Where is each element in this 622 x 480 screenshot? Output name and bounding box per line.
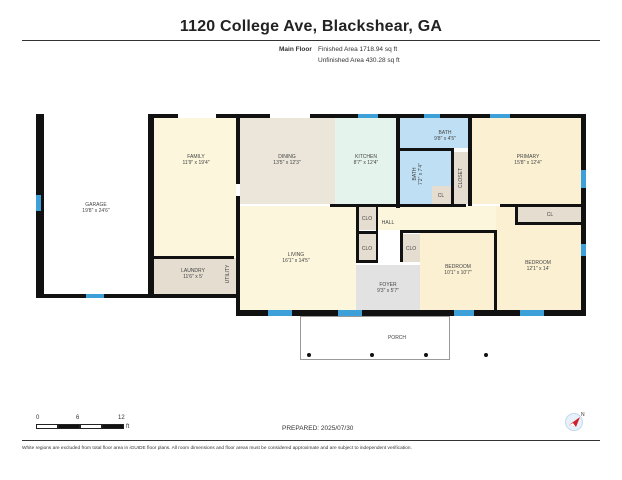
room-label-cl-bedroom: CL [546,212,554,218]
wall [356,231,378,234]
wall [216,114,270,118]
window [424,114,440,118]
room-garage [40,118,152,294]
room-family [154,118,236,258]
room-primary [471,118,581,204]
wall [356,206,359,262]
property-address-title: 1120 College Ave, Blackshear, GA [179,18,443,35]
wall [148,114,154,298]
wall [396,114,400,208]
wall [330,204,396,207]
room-clo-2 [358,234,376,262]
window [36,195,41,211]
wall [356,260,378,263]
window [581,244,586,256]
wall [451,148,454,206]
room-dining [240,118,335,204]
room-laundry [154,258,236,294]
room-clo-3 [402,234,420,262]
window [86,294,104,298]
prepared-date: PREPARED: 2025/07/30 [282,425,354,432]
wall [236,196,240,314]
svg-text:N: N [581,412,585,418]
wall [515,222,581,225]
window [268,310,292,316]
scale-tick-12: 12 [118,415,125,421]
wall [154,256,234,259]
scale-segment [80,424,102,429]
scale-unit: ft [126,424,130,430]
footer-divider [22,440,600,441]
room-foyer [356,265,420,310]
porch-post [424,353,428,357]
room-label-clo-2: CLO [361,246,373,252]
scale-segment [36,424,58,429]
wall [148,114,178,118]
room-label-utility: UTILITY [225,264,231,284]
window [520,310,544,316]
room-cl-bedroom [518,206,581,223]
room-bedroom-1 [420,232,494,310]
room-living [240,206,356,310]
porch-post [484,353,488,357]
finished-area: Finished Area 1718.94 sq ft [318,46,398,53]
room-label-clo-3: CLO [405,246,417,252]
room-bath-1 [399,118,469,148]
room-label-clo-1: CLO [361,216,373,222]
unfinished-area: Unfinished Area 430.28 sq ft [318,57,400,64]
wall [494,230,497,312]
porch-post [370,353,374,357]
wall [396,204,466,207]
title-divider [22,40,600,41]
wall [376,206,378,262]
window [338,310,362,316]
scale-segment [102,424,124,429]
scale-tick-0: 0 [36,415,40,421]
room-label-hall: HALL [381,220,395,226]
wall [581,114,586,316]
room-clo-1 [358,206,376,230]
wall [400,230,496,233]
room-label-cl-bath: CL [437,193,445,199]
scale-tick-6: 6 [76,415,80,421]
room-label-porch: PORCH [387,335,407,341]
room-hall [356,206,496,230]
window [490,114,510,118]
room-porch [300,316,450,360]
floor-name: Main Floor [279,46,312,53]
wall [468,114,472,206]
wall [236,114,240,184]
wall [36,294,240,298]
wall [236,310,586,316]
scale-segment [58,424,80,429]
wall [396,148,451,151]
room-closet [453,152,469,204]
disclaimer-text: White regions are excluded from total fl… [22,446,412,451]
room-kitchen [335,118,397,204]
wall [310,114,586,118]
window [358,114,378,118]
wall [500,204,582,207]
room-label-closet: CLOSET [458,167,464,189]
compass-icon: N [565,412,585,431]
window [454,310,474,316]
room-cl-bath [432,186,451,204]
porch-post [307,353,311,357]
wall [515,206,518,224]
window [581,170,586,188]
wall [400,230,403,262]
